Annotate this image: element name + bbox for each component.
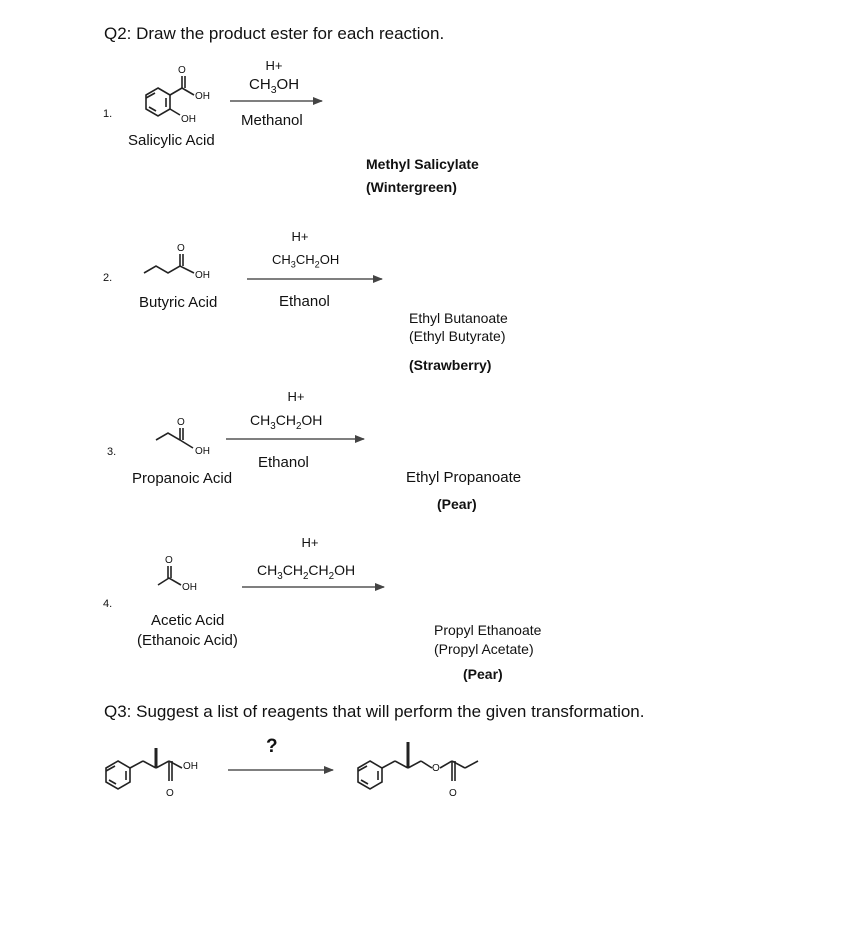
reaction-4-reagent-formula: CH3CH2CH2OH [257,562,356,582]
butyric-carbonyl-o: O [177,243,185,254]
reaction-1-reactant-label: Salicylic Acid [128,132,215,149]
q3-product-carbonyl-o: O [449,788,457,799]
reaction-2-catalyst: H+ [291,229,309,244]
propanoic-carbonyl-o: O [177,417,185,428]
q3-product-structure [357,742,479,790]
propanoic-oh: OH [195,446,210,457]
reaction-3-catalyst: H+ [287,389,305,404]
acetic-acid-structure [157,566,182,586]
q3-title: Q3: Suggest a list of reagents that will… [104,702,645,721]
reaction-4-number: 4. [103,598,113,610]
reaction-2-product-line-2: (Ethyl Butyrate) [409,328,506,344]
reaction-1-catalyst: H+ [265,58,283,73]
salicylic-phenol-oh: OH [181,114,196,125]
butyric-oh: OH [195,270,210,281]
reaction-1-reagent-name: Methanol [241,112,303,129]
reaction-3-reagent-formula: CH3CH2OH [250,412,323,432]
reaction-3-product-line-1: Ethyl Propanoate [406,469,522,486]
butyric-acid-structure [143,254,195,274]
salicylic-acid-structure [145,76,195,117]
q2-title: Q2: Draw the product ester for each reac… [104,24,445,43]
reaction-1-product-line-1: Methyl Salicylate [366,156,479,172]
q3-reactant-structure [105,748,183,790]
reaction-4-product-line-2: (Propyl Acetate) [434,641,534,657]
reaction-4-reactant-line-1: Acetic Acid [151,612,225,629]
q3-arrow-label: ? [266,736,278,757]
reaction-3-product-line-2: (Pear) [437,496,477,512]
acetic-oh: OH [182,582,197,593]
reaction-4-product-line-3: (Pear) [463,666,503,682]
reaction-2-number: 2. [103,272,113,284]
salicylic-carbonyl-o: O [178,65,186,76]
q3-product-ester-o: O [432,763,440,774]
reaction-2-reactant-label: Butyric Acid [139,294,218,311]
q3-reactant-oh: OH [183,761,198,772]
reaction-1-product-line-2: (Wintergreen) [366,179,457,195]
salicylic-acid-oh: OH [195,91,210,102]
reaction-2-reagent-formula: CH3CH2OH [272,252,340,270]
reaction-2-product-line-1: Ethyl Butanoate [409,310,508,326]
formula-text: CH3OH [249,76,300,96]
reaction-1-reagent-formula: CH3OH [249,76,299,96]
reaction-4-reactant-line-2: (Ethanoic Acid) [137,632,238,649]
propanoic-acid-structure [155,428,194,449]
q3-reactant-carbonyl-o: O [166,788,174,799]
reaction-3-reactant-label: Propanoic Acid [132,470,233,487]
reaction-1-number: 1. [103,108,113,120]
reaction-3-reagent-name: Ethanol [258,454,309,471]
reaction-2-reagent-name: Ethanol [279,293,330,310]
reaction-4-product-line-1: Propyl Ethanoate [434,622,542,638]
reaction-3-number: 3. [107,446,117,458]
reaction-2-product-line-3: (Strawberry) [409,357,492,373]
reaction-4-catalyst: H+ [301,535,319,550]
acetic-carbonyl-o: O [165,555,173,566]
